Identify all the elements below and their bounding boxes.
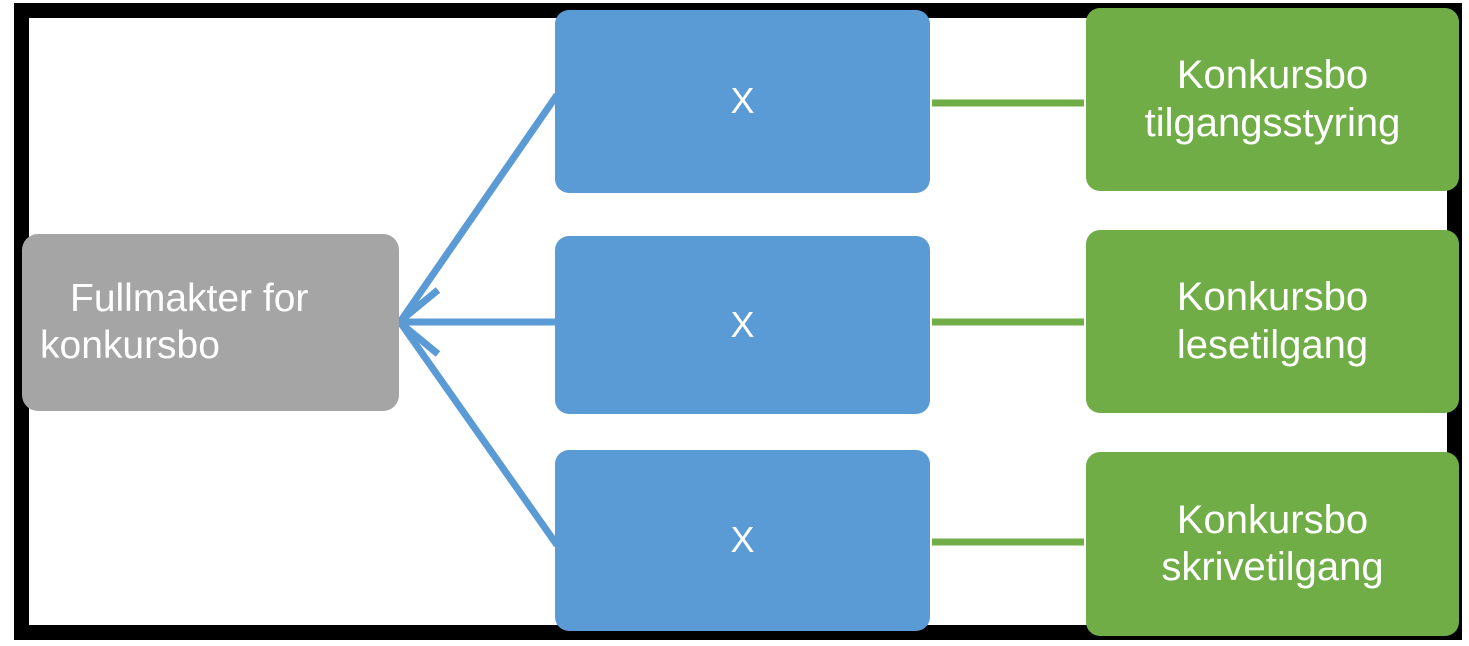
node-leaf-3-label: Konkursbo skrivetilgang <box>1161 497 1384 589</box>
arrowhead-icon <box>393 287 441 357</box>
node-leaf-lesetilgang[interactable]: Konkursbo lesetilgang <box>1086 230 1459 413</box>
connector-root-to-middle-3 <box>397 319 560 548</box>
node-root[interactable]: Fullmakter for konkursbo <box>22 234 399 411</box>
node-root-label: Fullmakter for konkursbo <box>40 277 309 367</box>
middle-to-leaf-connectors <box>932 99 1084 546</box>
node-middle-1-label: X <box>730 80 755 122</box>
node-leaf-skrivetilgang[interactable]: Konkursbo skrivetilgang <box>1086 452 1459 636</box>
node-leaf-tilgangsstyring[interactable]: Konkursbo tilgangsstyring <box>1086 8 1459 191</box>
node-middle-2[interactable]: X <box>555 236 930 414</box>
node-middle-2-label: X <box>730 303 755 345</box>
node-middle-3-label: X <box>730 519 755 561</box>
node-leaf-1-label: Konkursbo tilgangsstyring <box>1144 53 1401 145</box>
node-middle-3[interactable]: X <box>555 450 930 631</box>
node-leaf-2-label: Konkursbo lesetilgang <box>1176 275 1369 367</box>
connector-root-to-middle-1 <box>397 93 560 324</box>
root-to-middle-connectors <box>393 93 560 548</box>
node-middle-1[interactable]: X <box>555 10 930 193</box>
